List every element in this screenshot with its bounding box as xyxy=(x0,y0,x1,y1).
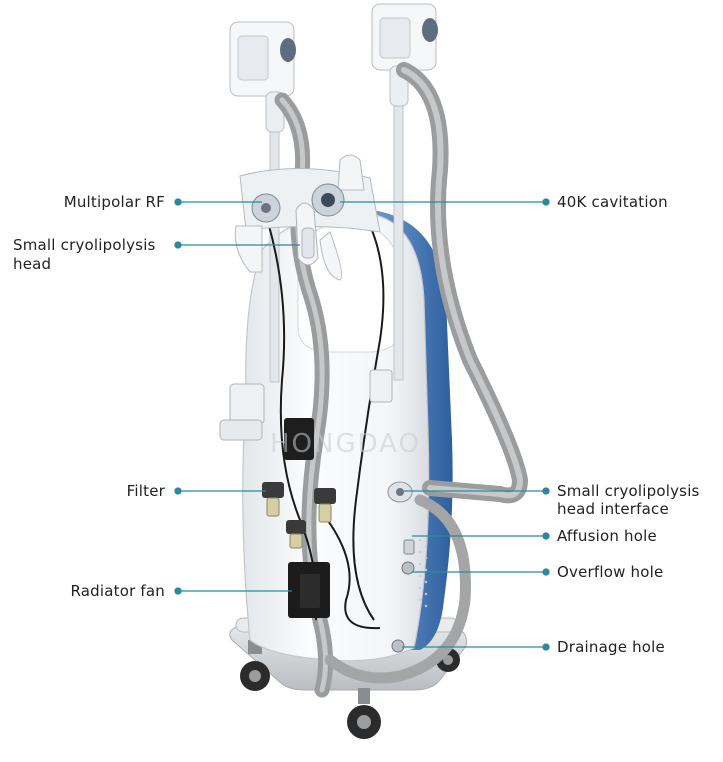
filter-unit-left xyxy=(262,482,284,517)
watermark-text: HONGDAO xyxy=(270,429,421,459)
small-cryo-head xyxy=(295,202,319,266)
cavitation-head xyxy=(311,183,345,217)
multipolar-rf-head xyxy=(251,193,281,223)
right-pole xyxy=(393,59,404,381)
label-drainage-hole: Drainage hole xyxy=(557,638,665,656)
label-small-cryo-head-line2: head xyxy=(13,255,52,273)
cable-2 xyxy=(352,209,385,621)
side-holder xyxy=(219,369,393,441)
interface-port xyxy=(387,481,413,503)
speaker-grille xyxy=(418,538,428,608)
drainage-port xyxy=(391,639,405,653)
wheel-front-center xyxy=(347,688,381,739)
front-hose xyxy=(324,494,471,684)
filter-unit-right xyxy=(314,488,336,523)
label-40k-cavitation: 40K cavitation xyxy=(557,193,668,211)
label-multipolar-rf: Multipolar RF xyxy=(63,193,165,211)
leader-lines xyxy=(174,198,550,651)
label-filter: Filter xyxy=(126,482,165,500)
affusion-port xyxy=(403,539,415,555)
filter-unit-lower xyxy=(286,520,306,549)
label-affusion-hole: Affusion hole xyxy=(557,527,657,545)
blue-back-shell xyxy=(372,210,453,650)
right-hose-core xyxy=(401,67,524,499)
control-panel xyxy=(284,418,314,460)
cable-3 xyxy=(319,509,381,630)
label-radiator-fan: Radiator fan xyxy=(70,582,165,600)
label-cryo-interface-line1: Small cryolipolysis xyxy=(557,482,700,500)
label-small-cryo-head-line1: Small cryolipolysis xyxy=(13,236,156,254)
label-cryo-interface-line2: head interface xyxy=(557,500,669,518)
overflow-port xyxy=(401,561,415,575)
label-overflow-hole: Overflow hole xyxy=(557,563,664,581)
left-cryo-handle xyxy=(229,21,296,133)
